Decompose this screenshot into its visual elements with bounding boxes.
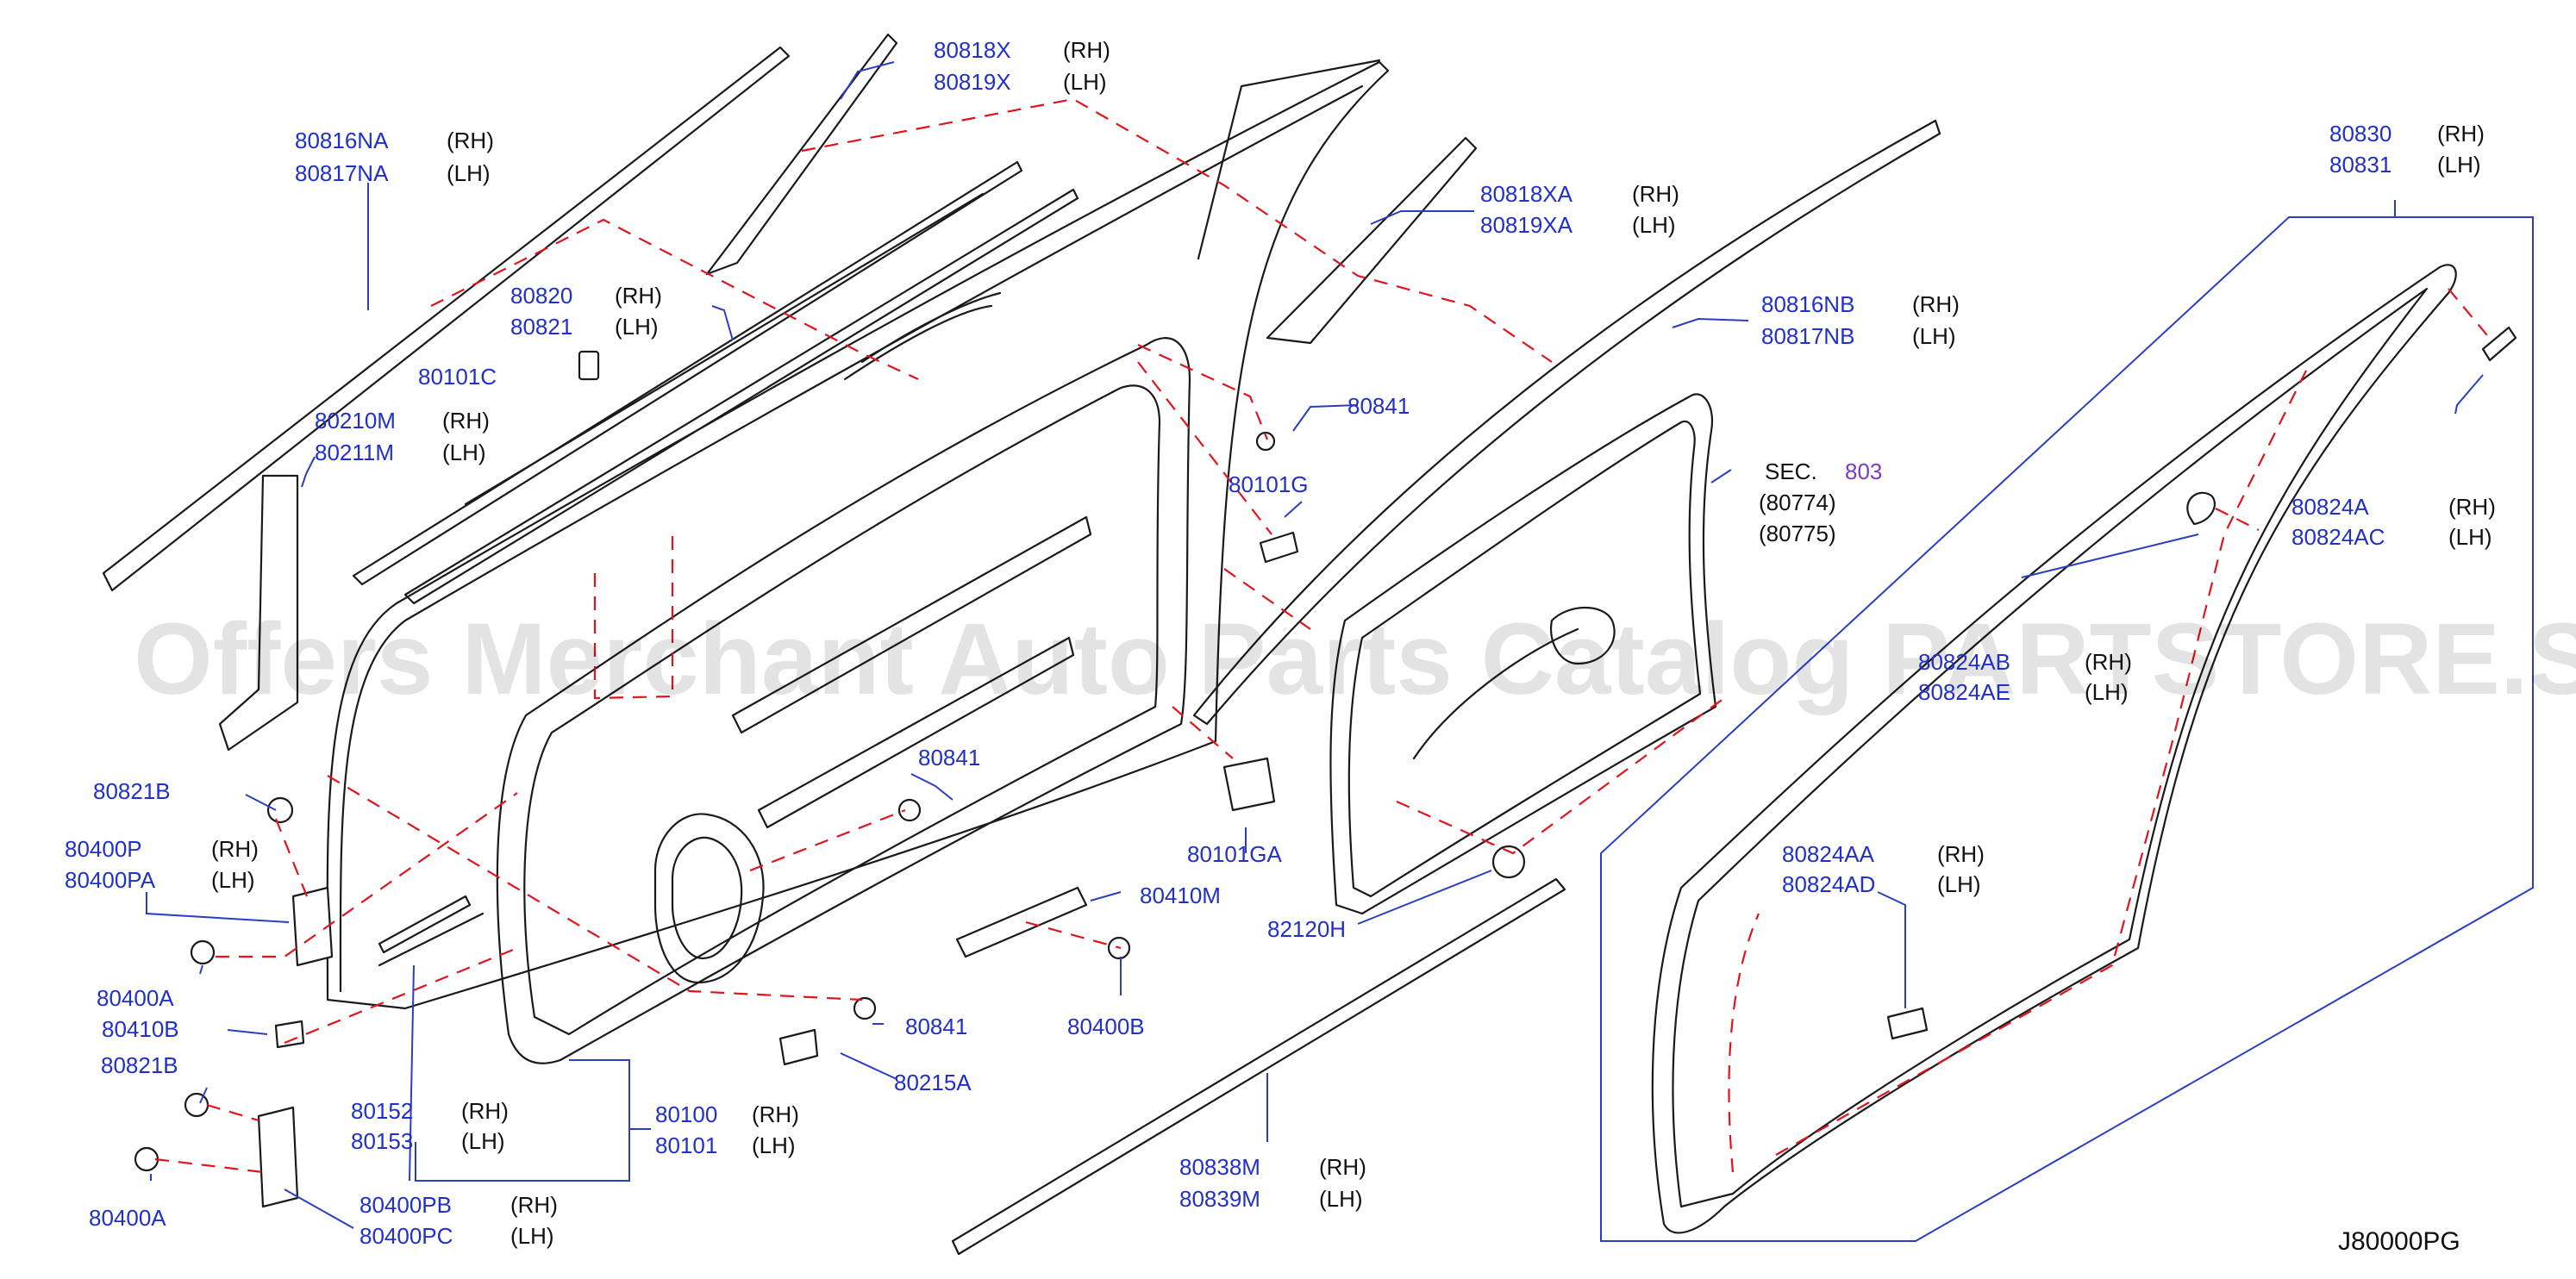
lower-molding-drawing — [951, 877, 1566, 1256]
side-rh: (RH) — [615, 283, 662, 309]
watermark: Offers Merchant Auto Parts Catalog PARTS… — [134, 602, 2576, 716]
part-number-80211m[interactable]: 80211M — [315, 440, 394, 465]
part-labels: 80818X (RH) 80819X (LH) 80816NA (RH) 808… — [65, 37, 2496, 1256]
small-parts-drawing — [134, 326, 2517, 1208]
sash-tape-rear-drawing — [1266, 136, 1478, 345]
side-rh: (RH) — [447, 128, 494, 153]
diagram-drawing — [102, 33, 2534, 1256]
side-rh: (RH) — [461, 1098, 509, 1124]
part-number-80824a[interactable]: 80824A — [2292, 494, 2369, 520]
door-inner-panel-drawing — [496, 59, 1381, 1064]
part-number-80821[interactable]: 80821 — [510, 314, 572, 340]
part-number-80400b[interactable]: 80400B — [1067, 1014, 1145, 1039]
side-lh: (LH) — [461, 1128, 505, 1154]
side-lh: (LH) — [2437, 152, 2481, 178]
leader-lines — [146, 61, 2534, 1242]
part-number-80841[interactable]: 80841 — [905, 1014, 967, 1039]
side-lh: (LH) — [211, 867, 255, 893]
part-number-80153[interactable]: 80153 — [351, 1128, 413, 1154]
side-lh: (LH) — [752, 1132, 796, 1158]
guide-lines — [154, 97, 2492, 1174]
part-number-80101[interactable]: 80101 — [655, 1132, 717, 1158]
section-ref-80775: (80775) — [1759, 521, 1836, 546]
glass-run-drawing — [1192, 119, 1941, 726]
part-number-80831[interactable]: 80831 — [2329, 152, 2392, 178]
side-lh: (LH) — [1937, 871, 1981, 897]
belt-weatherstrip-drawing — [352, 160, 1079, 605]
part-number-80839m[interactable]: 80839M — [1179, 1186, 1260, 1212]
side-rh: (RH) — [2085, 649, 2132, 675]
part-number-80400pa[interactable]: 80400PA — [65, 867, 156, 893]
part-number-80101c[interactable]: 80101C — [418, 364, 497, 390]
section-number[interactable]: 803 — [1845, 459, 1882, 484]
side-rh: (RH) — [2437, 121, 2485, 147]
part-number-80400p[interactable]: 80400P — [65, 836, 142, 862]
part-number-80101g[interactable]: 80101G — [1229, 471, 1309, 497]
door-weatherstrip-drawing — [1651, 264, 2457, 1234]
door-sealing-screen-drawing — [1329, 393, 1717, 915]
part-number-80818xa[interactable]: 80818XA — [1480, 181, 1573, 207]
side-lh: (LH) — [2085, 679, 2129, 705]
part-number-80210m[interactable]: 80210M — [315, 408, 396, 434]
part-number-80100[interactable]: 80100 — [655, 1101, 717, 1127]
part-number-80215a[interactable]: 80215A — [894, 1070, 972, 1095]
side-rh: (RH) — [1319, 1154, 1366, 1180]
section-ref-80774: (80774) — [1759, 490, 1836, 515]
diagram-code: J80000PG — [2338, 1227, 2460, 1256]
part-number-80400a[interactable]: 80400A — [97, 985, 174, 1011]
side-rh: (RH) — [752, 1101, 799, 1127]
side-lh: (LH) — [1632, 212, 1676, 238]
part-number-80830[interactable]: 80830 — [2329, 121, 2392, 147]
part-number-80410b[interactable]: 80410B — [102, 1016, 179, 1042]
part-number-80841[interactable]: 80841 — [918, 745, 980, 771]
side-lh: (LH) — [2448, 524, 2492, 550]
part-number-80817nb[interactable]: 80817NB — [1761, 323, 1854, 349]
part-number-80400pb[interactable]: 80400PB — [360, 1192, 452, 1218]
side-rh: (RH) — [1632, 181, 1679, 207]
side-lh: (LH) — [442, 440, 486, 465]
side-rh: (RH) — [1912, 291, 1960, 317]
part-number-82120h[interactable]: 82120H — [1267, 916, 1346, 942]
part-number-80410m[interactable]: 80410M — [1140, 883, 1221, 908]
side-rh: (RH) — [1937, 841, 1985, 867]
part-number-80820[interactable]: 80820 — [510, 283, 572, 309]
part-number-80400pc[interactable]: 80400PC — [360, 1223, 453, 1249]
door-outer-panel-drawing — [326, 60, 1390, 1010]
part-number-80841[interactable]: 80841 — [1347, 393, 1410, 419]
side-rh: (RH) — [2448, 494, 2496, 520]
part-number-80819xa[interactable]: 80819XA — [1480, 212, 1573, 238]
part-number-80816na[interactable]: 80816NA — [295, 128, 389, 153]
side-rh: (RH) — [1063, 37, 1110, 63]
part-number-80824ac[interactable]: 80824AC — [2292, 524, 2385, 550]
part-number-80818x[interactable]: 80818X — [934, 37, 1011, 63]
part-number-80816nb[interactable]: 80816NB — [1761, 291, 1854, 317]
side-rh: (RH) — [510, 1192, 558, 1218]
part-number-80817na[interactable]: 80817NA — [295, 160, 389, 186]
belt-molding-outer-drawing — [102, 46, 791, 592]
side-rh: (RH) — [211, 836, 259, 862]
side-rh: (RH) — [442, 408, 490, 434]
part-number-80152[interactable]: 80152 — [351, 1098, 413, 1124]
part-number-80821b[interactable]: 80821B — [93, 778, 171, 804]
side-lh: (LH) — [1912, 323, 1956, 349]
side-lh: (LH) — [447, 160, 491, 186]
part-number-80101ga[interactable]: 80101GA — [1187, 841, 1283, 867]
part-number-80821b[interactable]: 80821B — [101, 1052, 178, 1078]
side-lh: (LH) — [615, 314, 659, 340]
side-lh: (LH) — [510, 1223, 554, 1249]
sash-tape-front-drawing — [705, 33, 898, 276]
part-number-80400a[interactable]: 80400A — [89, 1205, 166, 1231]
part-number-80838m[interactable]: 80838M — [1179, 1154, 1260, 1180]
section-label: SEC. — [1765, 459, 1817, 484]
side-lh: (LH) — [1063, 69, 1107, 95]
part-number-80824ab[interactable]: 80824AB — [1918, 649, 2010, 675]
part-number-80824aa[interactable]: 80824AA — [1782, 841, 1875, 867]
part-number-80819x[interactable]: 80819X — [934, 69, 1011, 95]
side-lh: (LH) — [1319, 1186, 1363, 1212]
part-number-80824ad[interactable]: 80824AD — [1782, 871, 1875, 897]
part-number-80824ae[interactable]: 80824AE — [1918, 679, 2010, 705]
